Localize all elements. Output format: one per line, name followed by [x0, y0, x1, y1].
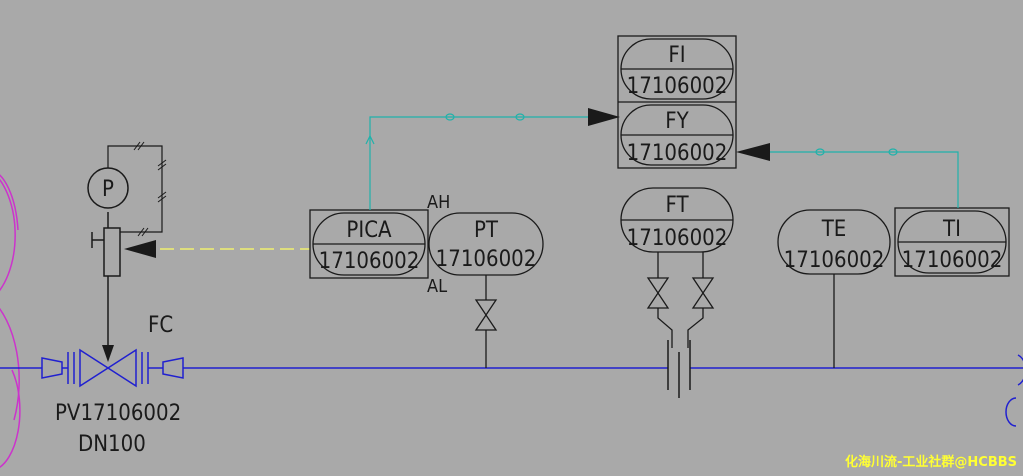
ft-tag: FT	[665, 193, 689, 218]
vessel-outline	[0, 174, 21, 468]
fail-action-label: FC	[148, 313, 173, 338]
signal-line-pica-fy	[365, 113, 590, 210]
pt-tag: PT	[474, 218, 499, 243]
control-valve-actuator	[91, 212, 121, 362]
watermark: 化海川流-工业社群@HCBBS	[845, 454, 1017, 470]
pt-instrument: PT 17106002	[428, 212, 544, 368]
ti-instrument: TI 17106002	[894, 207, 1010, 277]
fi-number: 17106002	[627, 74, 728, 99]
fy-tag: FY	[665, 109, 689, 134]
pica-alarm-low: AL	[427, 276, 447, 297]
valve-tag: PV17106002	[55, 401, 181, 426]
valve-size: DN100	[78, 432, 146, 457]
process-pipe	[0, 348, 1023, 427]
fi-tag: FI	[668, 43, 685, 68]
ft-number: 17106002	[627, 226, 728, 251]
signal-line-ti-fy	[768, 148, 959, 208]
ti-number: 17106002	[902, 248, 1003, 273]
orifice-plate	[667, 340, 691, 398]
signal-arrow-ti	[736, 143, 770, 161]
pt-number: 17106002	[436, 247, 537, 272]
pneumatic-signal-line	[124, 240, 310, 258]
ft-instrument: FT 17106002	[620, 187, 734, 348]
positioner: P	[87, 141, 167, 237]
signal-arrow-fy	[588, 108, 620, 126]
fy-number: 17106002	[627, 141, 728, 166]
ti-tag: TI	[942, 217, 961, 242]
positioner-tag: P	[102, 177, 114, 202]
pica-alarm-high: AH	[427, 192, 450, 213]
pica-number: 17106002	[319, 249, 420, 274]
te-tag: TE	[821, 217, 847, 242]
fi-fy-instrument: FI 17106002 FY 17106002	[617, 35, 737, 169]
pica-instrument: PICA 17106002 AH AL	[309, 192, 450, 297]
te-instrument: TE 17106002	[777, 209, 891, 368]
pica-tag: PICA	[346, 218, 392, 243]
te-number: 17106002	[784, 248, 885, 273]
